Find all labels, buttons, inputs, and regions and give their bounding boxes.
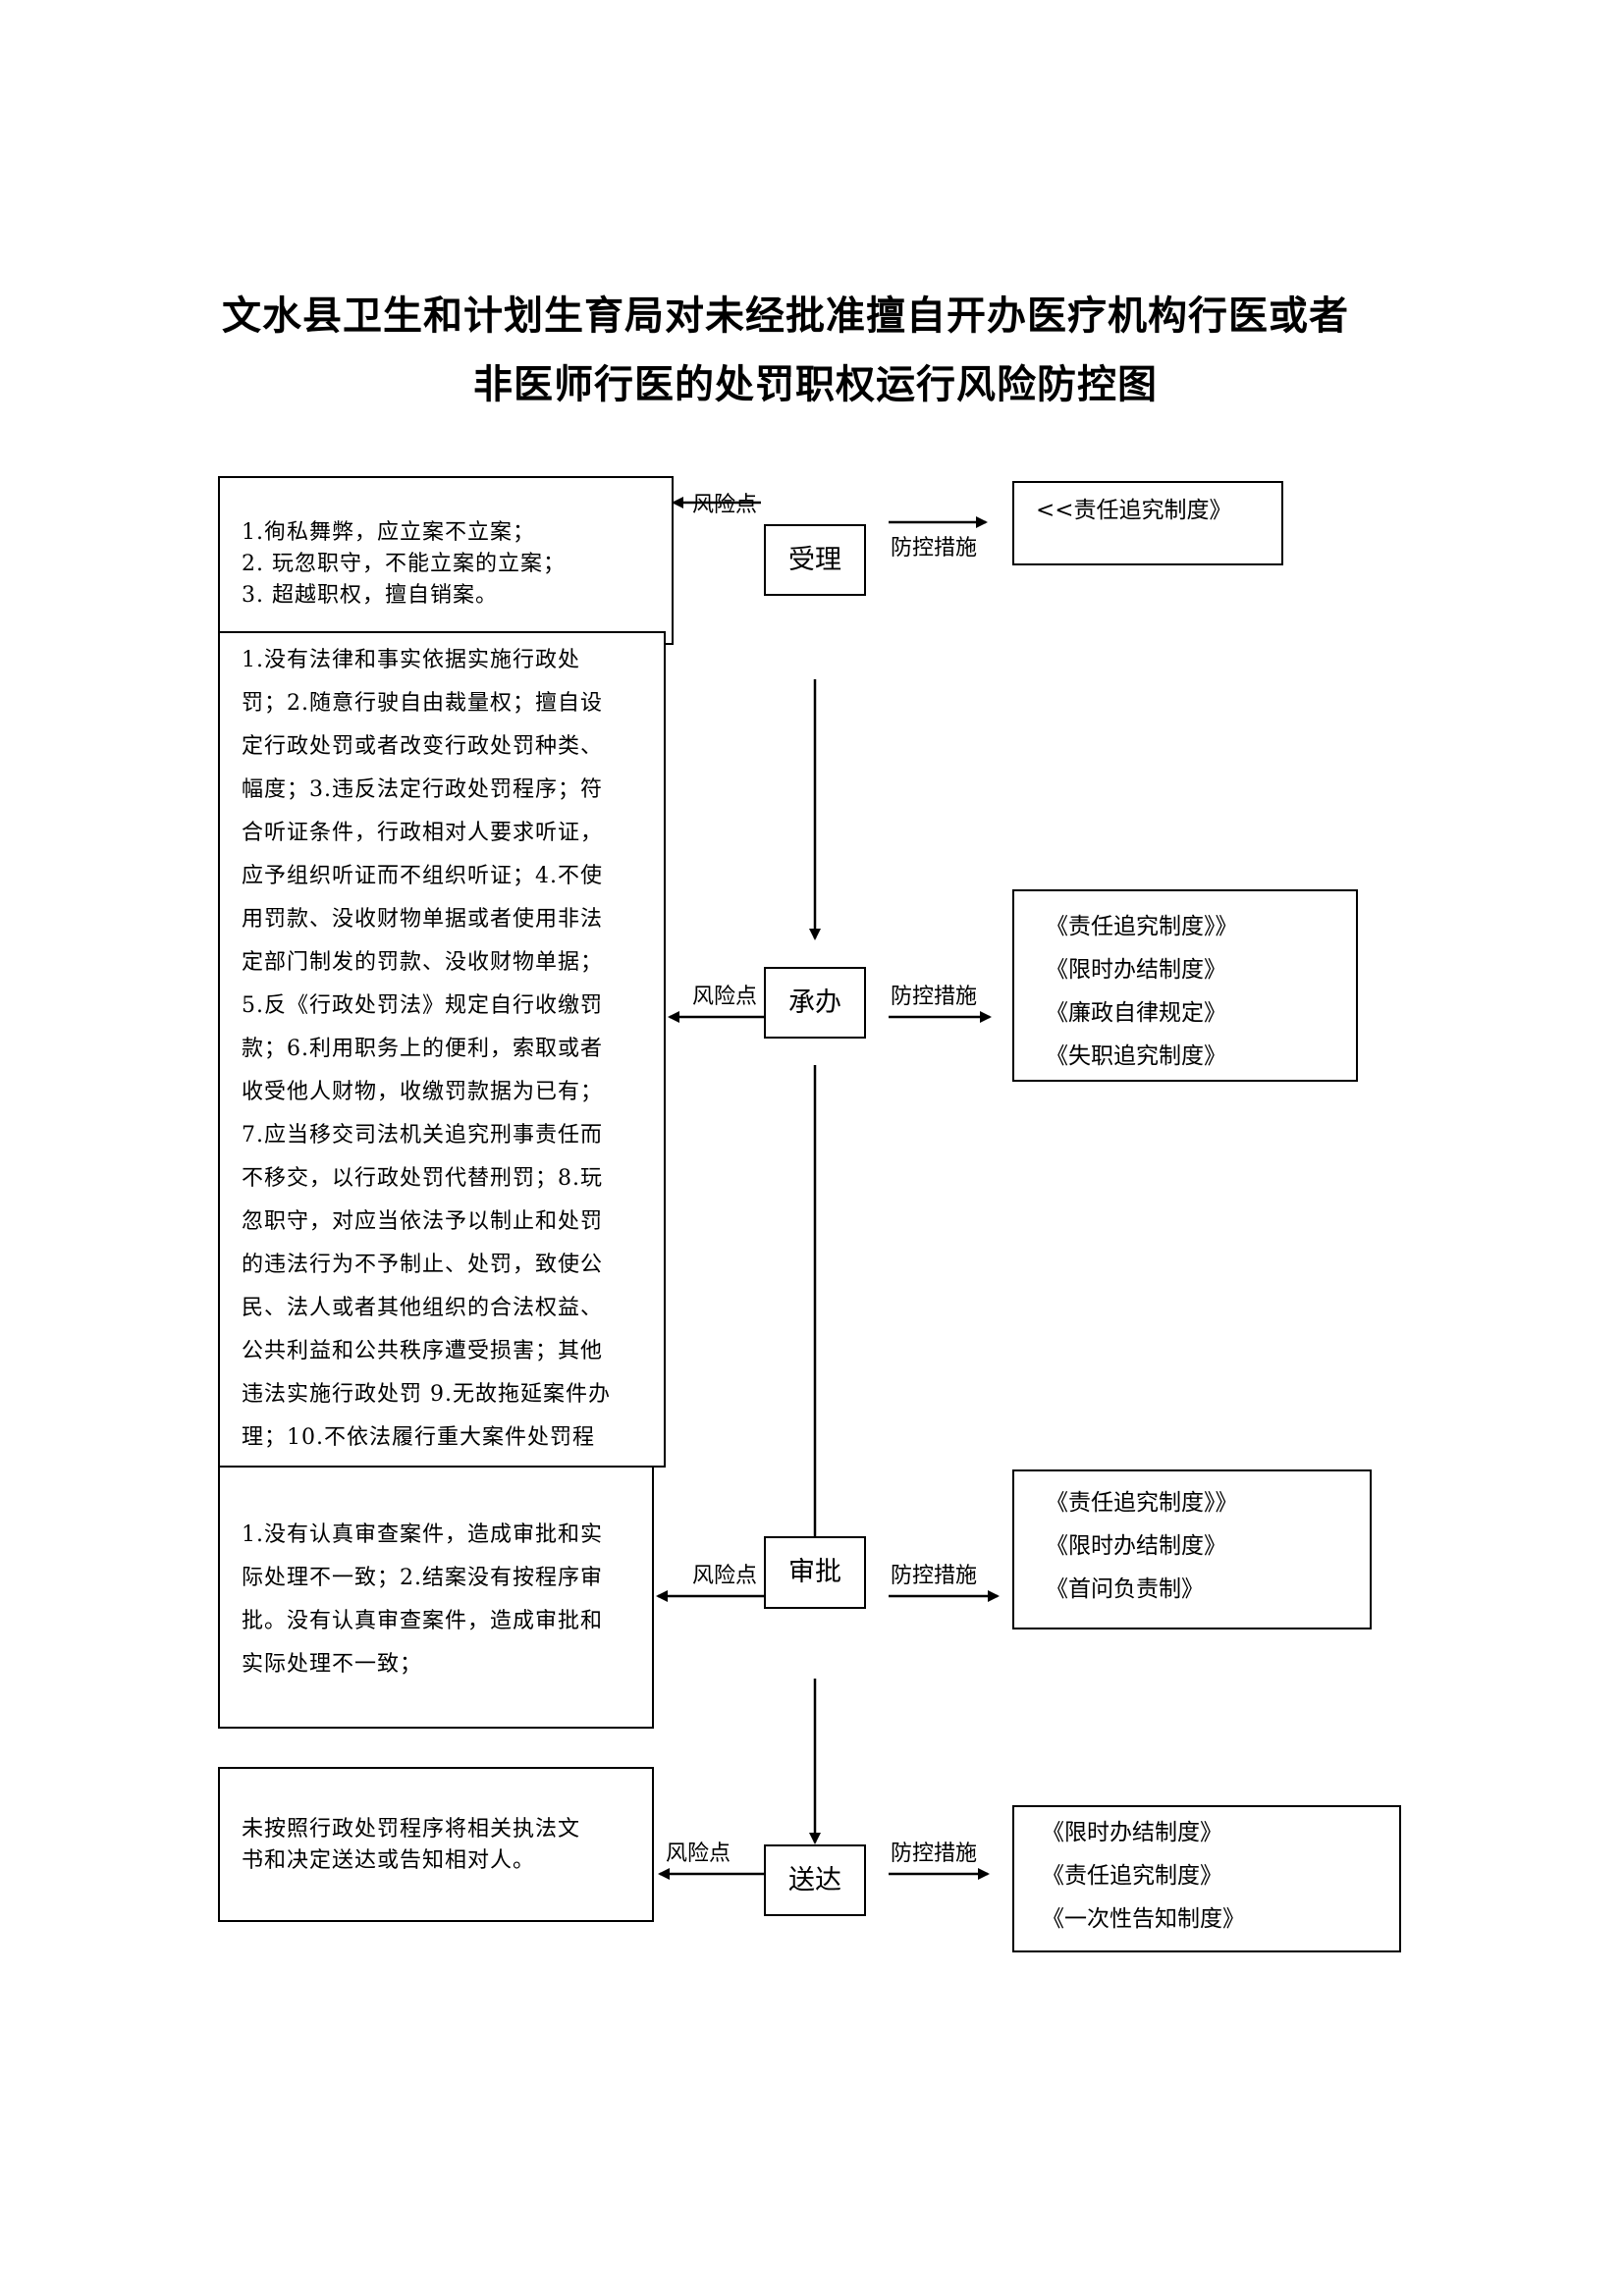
risk-text: 1.徇私舞弊，应立案不立案；	[242, 520, 535, 545]
risk-point-label: 风险点	[692, 1564, 758, 1588]
measures-box-accept: <<责任追究制度》	[1012, 481, 1283, 565]
measure-text: 《限时办结制度》	[1046, 1533, 1226, 1559]
diagram-title-line-1: 文水县卫生和计划生育局对未经批准擅自开办医疗机构行医或者	[222, 294, 1349, 339]
risk-text: 3. 超越职权，擅自销案。	[242, 583, 498, 608]
measures-box-deliver: 《限时办结制度》 《责任追究制度》 《一次性告知制度》	[1012, 1805, 1401, 1952]
risk-text: 合听证条件，行政相对人要求听证，	[242, 821, 604, 845]
measure-text: 《责任追究制度》》	[1046, 914, 1238, 939]
control-measure-label: 防控措施	[891, 1564, 978, 1588]
risk-text: 定行政处罚或者改变行政处罚种类、	[242, 734, 604, 759]
risk-box-deliver: 未按照行政处罚程序将相关执法文 书和决定送达或告知相对人。	[218, 1767, 654, 1922]
measure-text: 《一次性告知制度》	[1042, 1906, 1245, 1932]
control-measure-label: 防控措施	[891, 985, 978, 1009]
control-measure-label: 防控措施	[891, 536, 978, 561]
measure-text: 《失职追究制度》	[1046, 1043, 1226, 1069]
measure-text: 《首问负责制》	[1046, 1576, 1204, 1602]
diagram-title-line-2: 非医师行医的处罚职权运行风险防控图	[473, 362, 1158, 407]
risk-text: 书和决定送达或告知相对人。	[242, 1848, 536, 1873]
step-accept: 受理	[764, 524, 866, 596]
measures-box-approve: 《责任追究制度》》 《限时办结制度》 《首问负责制》	[1012, 1469, 1372, 1629]
risk-text: 7.应当移交司法机关追究刑事责任而	[242, 1123, 603, 1148]
risk-text: 实际处理不一致；	[242, 1652, 423, 1677]
risk-text: 违法实施行政处罚 9.无故拖延案件办	[242, 1382, 611, 1407]
control-measure-label: 防控措施	[891, 1842, 978, 1866]
risk-text: 5.反《行政处罚法》规定自行收缴罚	[242, 993, 603, 1018]
risk-text: 收受他人财物，收缴罚款据为已有；	[242, 1080, 604, 1104]
measure-text: 《责任追究制度》	[1042, 1863, 1222, 1889]
step-deliver: 送达	[764, 1844, 866, 1916]
risk-box-handle: 1.没有法律和事实依据实施行政处 罚；2.随意行驶自由裁量权；擅自设 定行政处罚…	[218, 631, 666, 1468]
risk-text: 理；10.不依法履行重大案件处罚程	[242, 1425, 595, 1450]
risk-text: 罚；2.随意行驶自由裁量权；擅自设	[242, 691, 603, 716]
measure-text: 《限时办结制度》	[1042, 1820, 1222, 1845]
risk-text: 应予组织听证而不组织听证；4.不使	[242, 864, 603, 888]
risk-text: 款；6.利用职务上的便利，索取或者	[242, 1037, 603, 1061]
risk-text: 幅度；3.违反法定行政处罚程序；符	[242, 777, 603, 802]
measures-box-handle: 《责任追究制度》》 《限时办结制度》 《廉政自律规定》 《失职追究制度》	[1012, 889, 1358, 1082]
measure-text: 《责任追究制度》》	[1046, 1490, 1238, 1516]
risk-box-approve: 1.没有认真审查案件，造成审批和实 际处理不一致；2.结案没有按程序审 批。没有…	[218, 1466, 654, 1729]
risk-text: 忽职守，对应当依法予以制止和处罚	[242, 1209, 604, 1234]
risk-box-accept: 1.徇私舞弊，应立案不立案； 2. 玩忽职守，不能立案的立案； 3. 超越职权，…	[218, 476, 674, 645]
risk-text: 定部门制发的罚款、没收财物单据；	[242, 950, 604, 975]
risk-text: 批。没有认真审查案件，造成审批和	[242, 1609, 604, 1633]
measure-text: 《廉政自律规定》	[1046, 1000, 1226, 1026]
risk-text: 民、法人或者其他组织的合法权益、	[242, 1296, 604, 1320]
measure-text: <<责任追究制度》	[1036, 498, 1232, 523]
risk-point-label: 风险点	[692, 985, 758, 1009]
risk-point-label: 风险点	[692, 493, 758, 517]
risk-text: 1.没有认真审查案件，造成审批和实	[242, 1522, 603, 1547]
risk-text: 1.没有法律和事实依据实施行政处	[242, 648, 580, 672]
risk-point-label: 风险点	[666, 1842, 731, 1866]
risk-text: 公共利益和公共秩序遭受损害；其他	[242, 1339, 604, 1363]
risk-text: 的违法行为不予制止、处罚，致使公	[242, 1253, 604, 1277]
risk-text: 用罚款、没收财物单据或者使用非法	[242, 907, 604, 932]
step-approve: 审批	[764, 1536, 866, 1609]
step-handle: 承办	[764, 967, 866, 1039]
risk-text: 2. 玩忽职守，不能立案的立案；	[242, 552, 566, 576]
risk-text: 未按照行政处罚程序将相关执法文	[242, 1817, 581, 1842]
risk-text: 不移交，以行政处罚代替刑罚；8.玩	[242, 1166, 603, 1191]
risk-text: 际处理不一致；2.结案没有按程序审	[242, 1566, 603, 1590]
measure-text: 《限时办结制度》	[1046, 957, 1226, 983]
